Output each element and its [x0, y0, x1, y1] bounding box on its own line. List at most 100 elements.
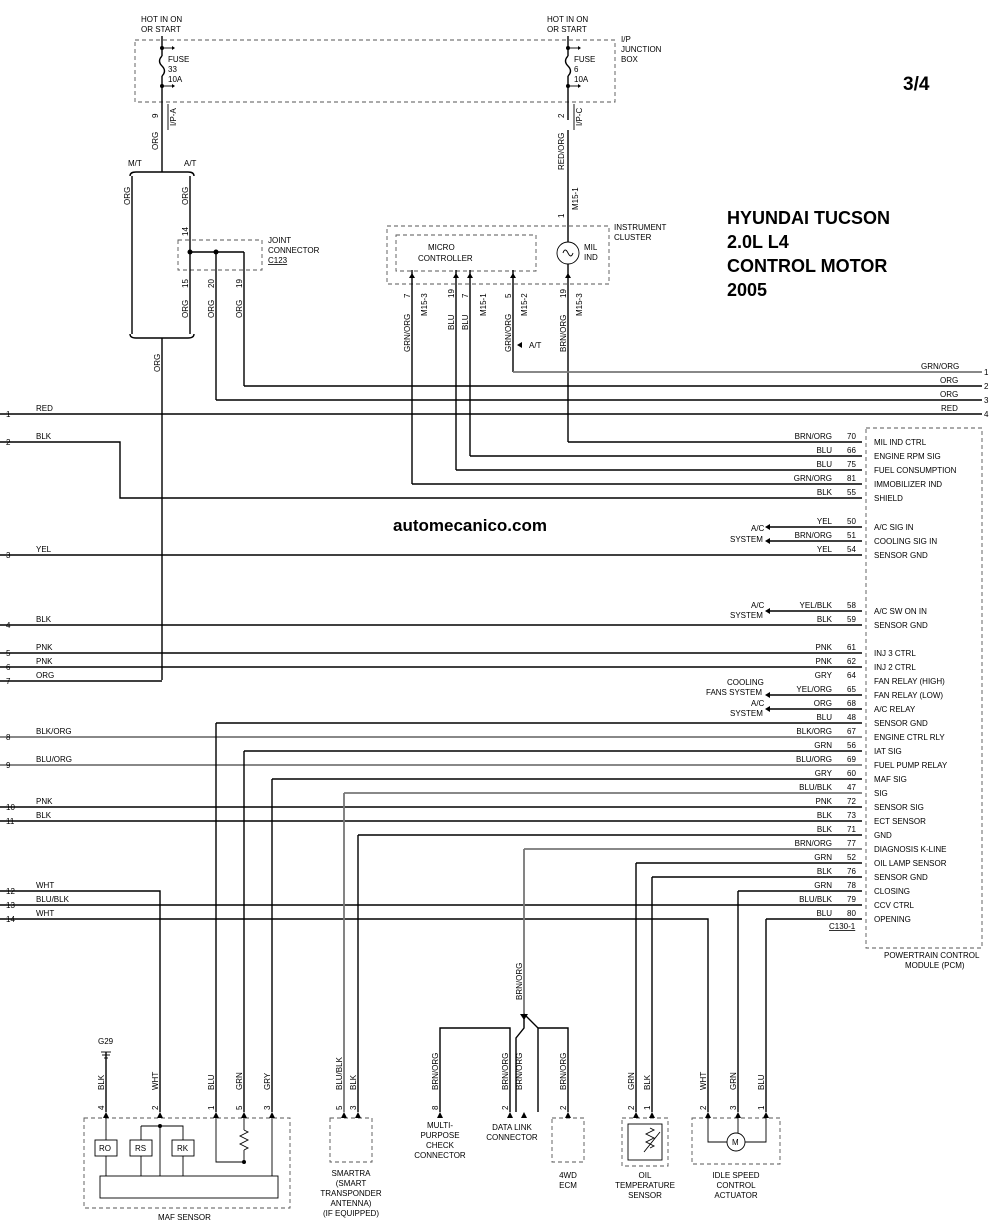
pcm-func-56: IAT SIG [874, 747, 902, 756]
pcm-wire-color-68: ORG [814, 699, 832, 708]
maf-wire-1: WHT [151, 1072, 160, 1090]
maf-pin-4: 3 [263, 1105, 272, 1110]
left-ref-color-7: ORG [36, 671, 54, 680]
pcm-pin-64: 64 [847, 671, 856, 680]
at-arrow-icon [517, 342, 522, 348]
pcm-wire-color-65: YEL/ORG [796, 685, 832, 694]
check-label-0: MULTI- [427, 1121, 453, 1130]
ic-wire-5: BRN/ORG [559, 315, 568, 352]
pcm-func-73: ECT SENSOR [874, 817, 926, 826]
maf-pin-3: 5 [235, 1105, 244, 1110]
hot-label-right-2: OR START [547, 25, 587, 34]
jb-pin-left: 9 [151, 113, 160, 118]
pcm-pin-54: 54 [847, 545, 856, 554]
pcm-wire-color-47: BLU/BLK [799, 783, 833, 792]
fuse-right-label: FUSE [574, 55, 595, 64]
pcm-pin-48: 48 [847, 713, 856, 722]
left-ref-num-7: 7 [6, 677, 11, 686]
right-ref-2-num: 2 [984, 382, 989, 391]
maf-wire-0: BLK [97, 1074, 106, 1090]
pcm-func-71: GND [874, 831, 892, 840]
pcm-wire-color-69: BLU/ORG [796, 755, 832, 764]
pcm-wire-color-67: BLK/ORG [796, 727, 832, 736]
pcm-func-52: OIL LAMP SENSOR [874, 859, 947, 868]
jc-pin-20: 20 [207, 279, 216, 288]
cooling-note-b: FANS SYSTEM [706, 688, 762, 697]
right-ref-3-color: ORG [940, 390, 958, 399]
fuse-right-number: 6 [574, 65, 579, 74]
jb-conn-right: I/P-C [575, 108, 584, 126]
pcm-pin-62: 62 [847, 657, 856, 666]
dlc-pin-0: 2 [501, 1105, 510, 1110]
pcm-pin-58: 58 [847, 601, 856, 610]
left-ref-color-1: RED [36, 404, 53, 413]
ic-conn-1: M15-3 [420, 293, 429, 316]
smartra-label-0: SMARTRA [332, 1169, 372, 1178]
maf-element-ro: RO [99, 1144, 111, 1153]
left-ref-num-10: 10 [6, 803, 15, 812]
pcm-pin-72: 72 [847, 797, 856, 806]
hot-label-left-1: HOT IN ON [141, 15, 182, 24]
pcm-func-61: INJ 3 CTRL [874, 649, 916, 658]
pcm-pin-67: 67 [847, 727, 856, 736]
pcm-pin-68: 68 [847, 699, 856, 708]
title-year: 2005 [727, 280, 767, 300]
left-ref-num-12: 12 [6, 887, 15, 896]
ic-conn-5: M15-3 [575, 293, 584, 316]
pcm-wire-color-70: BRN/ORG [795, 432, 832, 441]
fuse-33-symbol [158, 36, 175, 120]
ac-system-note-1b: SYSTEM [730, 535, 763, 544]
pcm-func-66: ENGINE RPM SIG [874, 452, 941, 461]
left-ref-color-10: PNK [36, 797, 53, 806]
pcm-pin-81: 81 [847, 474, 856, 483]
pcm-func-60: MAF SIG [874, 775, 907, 784]
ecm-label-1: ECM [559, 1181, 577, 1190]
left-ref-color-9: BLU/ORG [36, 755, 72, 764]
pcm-wire-color-52: GRN [814, 853, 832, 862]
left-ref-num-9: 9 [6, 761, 11, 770]
check-pin-arrow-0 [437, 1112, 443, 1118]
junction-box-label-1: I/P [621, 35, 631, 44]
dlc-wire-0: BRN/ORG [501, 1053, 510, 1090]
joint-connector-outline [177, 239, 263, 271]
wire-right-color: RED/ORG [557, 133, 566, 170]
left-ref-num-1: 1 [6, 410, 11, 419]
smartra-label-4: (IF EQUIPPED) [323, 1209, 379, 1218]
check-wire-0: BRN/ORG [431, 1053, 440, 1090]
ic-top-conn: M15-1 [571, 187, 580, 210]
jc-pin-19: 19 [235, 279, 244, 288]
pcm-func-68: A/C RELAY [874, 705, 916, 714]
pcm-func-72: SENSOR SIG [874, 803, 924, 812]
pcm-wire-color-64: GRY [815, 671, 833, 680]
idle-label-1: CONTROL [716, 1181, 756, 1190]
merged-wire-color: ORG [153, 354, 162, 372]
dlc-label-0: DATA LINK [492, 1123, 532, 1132]
dlc-wire-1: BRN/ORG [515, 1053, 524, 1090]
smartra-pin-arrow-0 [341, 1112, 347, 1118]
pcm-func-47: SIG [874, 789, 888, 798]
maf-pin-2: 1 [207, 1105, 216, 1110]
jc-wire-20: ORG [207, 300, 216, 318]
maf-element-rk: RK [177, 1144, 189, 1153]
idle-label-2: ACTUATOR [714, 1191, 757, 1200]
ic-at-note: A/T [529, 341, 542, 350]
maf-sensor-label: MAF SENSOR [158, 1213, 211, 1222]
dlc-pin-arrow-1 [521, 1112, 527, 1118]
fuse-left-number: 33 [168, 65, 177, 74]
pcm-wire-color-72: PNK [816, 797, 833, 806]
smartra-wire-0: BLU/BLK [335, 1056, 344, 1090]
maf-wire-2: BLU [207, 1074, 216, 1090]
pcm-pin-52: 52 [847, 853, 856, 862]
pcm-label-1: POWERTRAIN CONTROL [884, 951, 980, 960]
ic-wire-2: BLU [447, 314, 456, 330]
pcm-wire-color-54: YEL [817, 545, 833, 554]
left-ref-color-5: PNK [36, 643, 53, 652]
pcm-func-51: COOLING SIG IN [874, 537, 937, 546]
